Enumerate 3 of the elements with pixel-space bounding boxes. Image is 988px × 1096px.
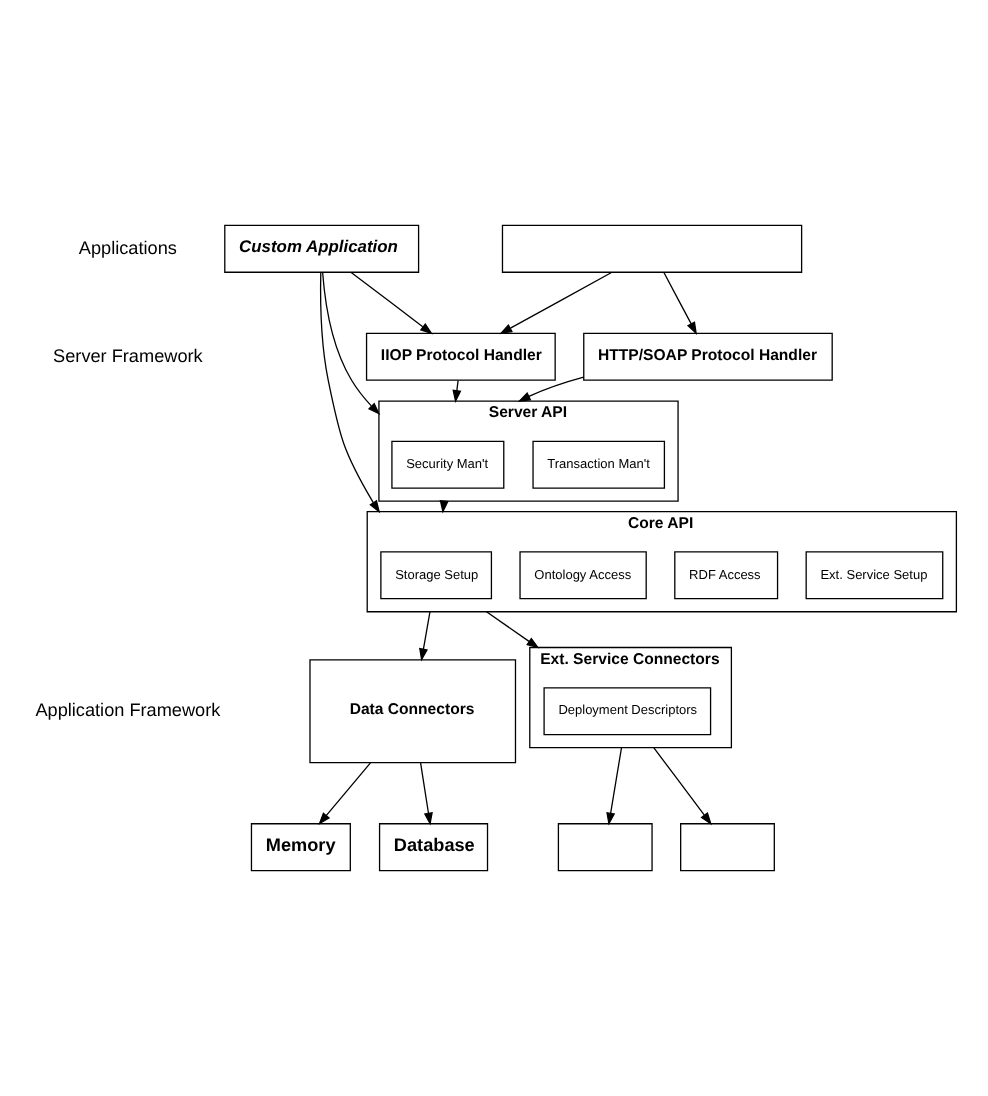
label: Server Framework bbox=[52, 345, 202, 366]
label: Applications bbox=[77, 237, 176, 258]
label: Application Framework bbox=[34, 700, 220, 721]
